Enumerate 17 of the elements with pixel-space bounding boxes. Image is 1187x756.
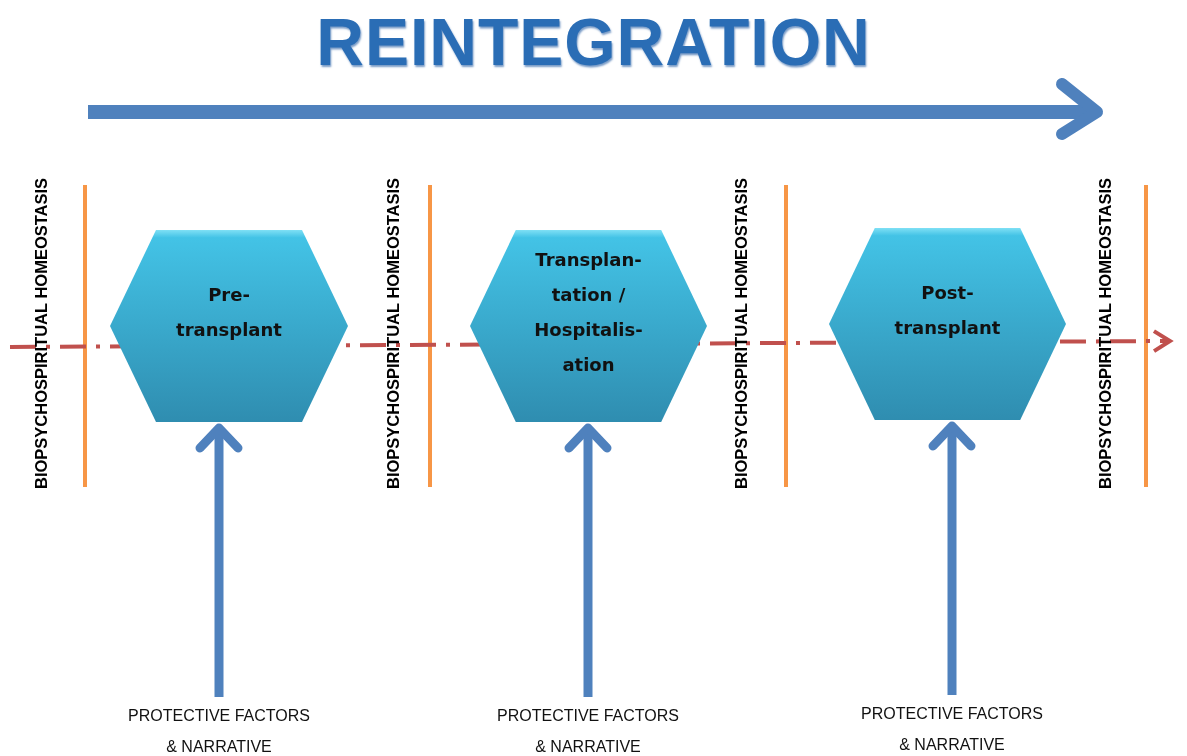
arrow	[928, 421, 976, 695]
hexagon-node	[110, 230, 348, 422]
vertical-label: BIOPSYCHOSPIRITUAL HOMEOSTASIS	[31, 176, 51, 491]
hexagon-node	[829, 228, 1066, 420]
arrow	[195, 423, 243, 697]
factor-label: PROTECTIVE FACTORS & NARRATIVE	[126, 700, 312, 756]
stage-label: Transplan- tation / Hospitalis- ation	[533, 248, 644, 377]
factor-label: PROTECTIVE FACTORS & NARRATIVE	[495, 700, 681, 756]
vertical-label: BIOPSYCHOSPIRITUAL HOMEOSTASIS	[1095, 176, 1115, 491]
hexagon-node	[470, 230, 707, 422]
stage-label: Pre- transplant	[175, 283, 283, 342]
stage-label: Post- transplant	[893, 281, 1002, 340]
title: REINTEGRATION	[316, 5, 871, 79]
factor-label: PROTECTIVE FACTORS & NARRATIVE	[859, 698, 1045, 754]
vertical-label: BIOPSYCHOSPIRITUAL HOMEOSTASIS	[731, 176, 751, 491]
arrow	[564, 423, 612, 697]
vertical-label: BIOPSYCHOSPIRITUAL HOMEOSTASIS	[383, 176, 403, 491]
